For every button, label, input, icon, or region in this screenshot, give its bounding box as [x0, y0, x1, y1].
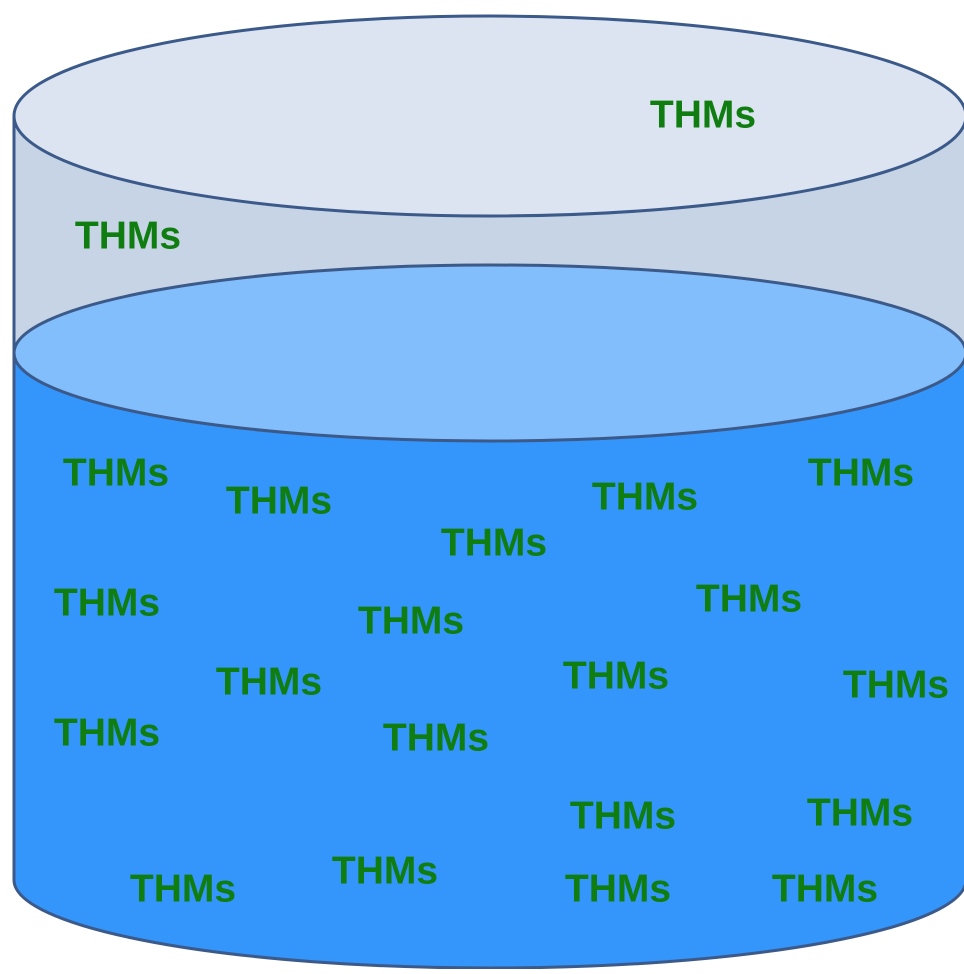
liquid-thm-label: THMs	[53, 581, 161, 625]
liquid-thm-label: THMs	[562, 654, 670, 698]
liquid-thm-label: THMs	[129, 867, 237, 911]
liquid-thm-label: THMs	[564, 867, 672, 911]
gas-thm-label: THMs	[649, 93, 757, 137]
liquid-thm-label: THMs	[382, 716, 490, 760]
liquid-surface	[12, 263, 964, 443]
liquid-thm-label: THMs	[357, 599, 465, 643]
liquid-thm-label: THMs	[225, 479, 333, 523]
gas-thm-label: THMs	[74, 214, 182, 258]
liquid-thm-label: THMs	[331, 849, 439, 893]
liquid-thm-label: THMs	[807, 451, 915, 495]
liquid-thm-label: THMs	[771, 867, 879, 911]
gas-wall	[14, 116, 964, 353]
liquid-thm-label: THMs	[591, 475, 699, 519]
liquid-thm-label: THMs	[695, 577, 803, 621]
liquid-thm-label: THMs	[569, 794, 677, 838]
liquid-thm-label: THMs	[215, 660, 323, 704]
cylinder-top	[12, 14, 964, 218]
liquid-thm-label: THMs	[53, 711, 161, 755]
liquid-thm-label: THMs	[806, 791, 914, 835]
liquid-thm-label: THMs	[440, 521, 548, 565]
liquid-body	[14, 353, 964, 968]
liquid-thm-label: THMs	[62, 451, 170, 495]
liquid-thm-label: THMs	[842, 663, 950, 707]
cylinder-bottom-rim	[12, 879, 964, 970]
